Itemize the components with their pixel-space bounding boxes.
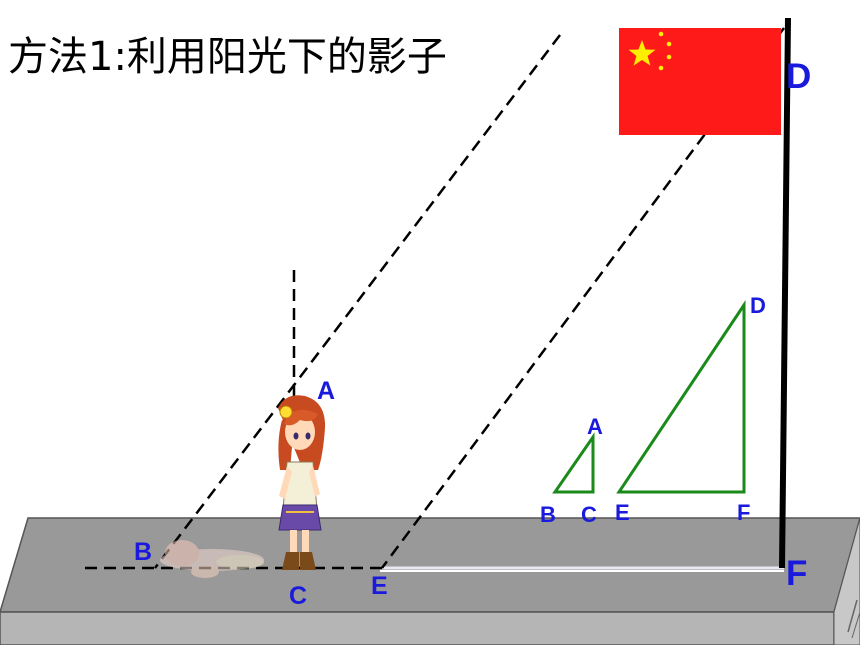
label-small-c: C bbox=[581, 502, 597, 527]
sun-ray-through-d bbox=[380, 27, 786, 569]
label-scene-b: B bbox=[134, 538, 152, 566]
girl-shadow bbox=[160, 540, 264, 578]
label-scene-e: E bbox=[371, 572, 388, 600]
flag-small-star-icon bbox=[658, 31, 664, 37]
sun-ray-through-a bbox=[154, 34, 561, 569]
page-title: 方法1:利用阳光下的影子 bbox=[8, 34, 447, 80]
small-triangle-abc bbox=[552, 432, 595, 494]
label-scene-f: F bbox=[786, 554, 807, 593]
flag-pole bbox=[779, 17, 791, 569]
label-large-d: D bbox=[750, 293, 766, 318]
label-scene-a: A bbox=[317, 377, 335, 405]
ground-front-face bbox=[0, 611, 835, 646]
label-scene-d: D bbox=[786, 57, 811, 96]
flag-small-star-icon bbox=[666, 41, 672, 47]
ground-scratch-2 bbox=[851, 611, 860, 639]
label-large-f: F bbox=[737, 500, 750, 525]
girl-figure bbox=[278, 395, 326, 570]
label-scene-c: C bbox=[289, 582, 307, 610]
ground-scratch-1 bbox=[847, 599, 858, 633]
flag bbox=[619, 28, 781, 135]
ground-top-surface bbox=[0, 517, 860, 613]
label-large-e: E bbox=[615, 500, 630, 525]
flag-small-star-icon bbox=[666, 54, 672, 60]
large-triangle-def bbox=[616, 300, 746, 494]
label-small-a: A bbox=[587, 414, 603, 439]
label-small-b: B bbox=[540, 502, 556, 527]
flag-big-star-icon bbox=[628, 40, 656, 66]
flag-small-star-icon bbox=[658, 65, 664, 71]
